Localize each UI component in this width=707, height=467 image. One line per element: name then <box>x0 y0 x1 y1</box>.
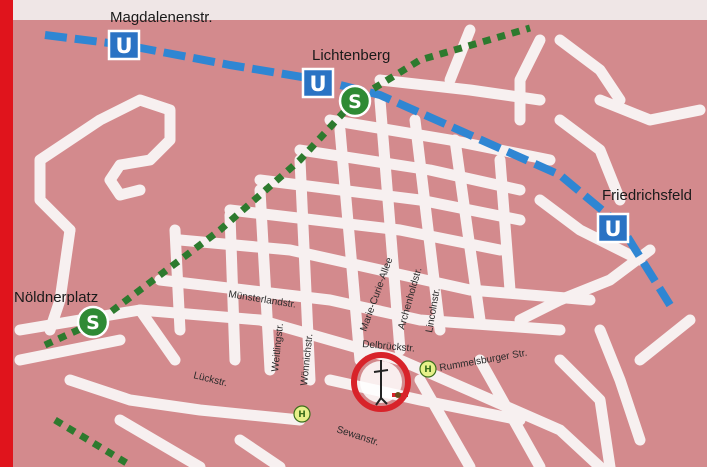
top-band <box>0 0 707 20</box>
street-label-delbrueckstr: Delbrückstr. <box>362 339 416 355</box>
s-badge-label: S <box>348 91 362 113</box>
street-label-weitlingstr: Weitlingstr. <box>270 323 286 373</box>
h-badge-label: H <box>424 365 432 375</box>
s-badge-icon <box>338 84 372 118</box>
location-marker-icon[interactable] <box>351 352 411 412</box>
s-badge-label: S <box>86 312 100 334</box>
h-badge-icon <box>419 360 437 378</box>
u-badge-icon <box>301 67 335 99</box>
street-network <box>14 24 706 467</box>
h-badge-icon <box>293 405 311 423</box>
u-badge-icon <box>107 29 141 61</box>
u-bahn-line <box>44 31 674 308</box>
station-label-noeldnerplatz: Nöldnerplatz <box>14 289 98 306</box>
station-label-magdalenenstr: Magdalenenstr. <box>110 9 213 26</box>
station-label-lichtenberg: Lichtenberg <box>312 47 390 64</box>
u-badge-label: U <box>309 72 326 96</box>
h-badge-label: H <box>298 410 306 420</box>
u-badge-label: U <box>115 34 132 58</box>
s-station-noeldnerplatz[interactable]: S <box>76 305 110 339</box>
street-label-woennichstr: Wönnichstr. <box>299 333 315 386</box>
u-badge-icon <box>596 212 630 244</box>
station-label-friedrichsfelde: Friedrichsfeld <box>602 187 692 204</box>
bus-stop-rummelsburger[interactable]: H <box>419 360 437 378</box>
s-badge-icon <box>76 305 110 339</box>
bus-stop-lueckstr[interactable]: H <box>293 405 311 423</box>
u-station-magdalenenstr[interactable]: U <box>107 29 141 61</box>
u-station-friedrichsfelde[interactable]: U <box>596 212 630 244</box>
u-badge-label: U <box>604 217 621 241</box>
u-station-lichtenberg[interactable]: U <box>301 67 335 99</box>
s-station-lichtenberg[interactable]: S <box>338 84 372 118</box>
left-border <box>0 0 13 467</box>
